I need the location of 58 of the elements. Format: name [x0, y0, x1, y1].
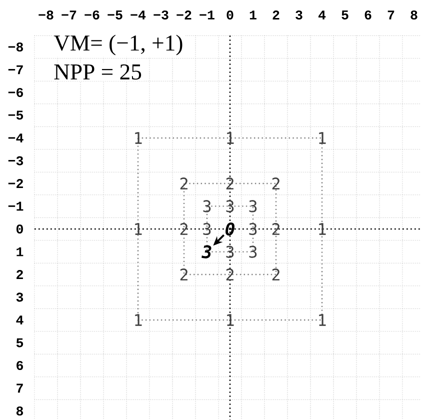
axis-label: −4	[130, 10, 146, 20]
axis-label: −8	[38, 10, 54, 20]
point-label: 1	[319, 314, 326, 326]
point-label: 1	[135, 223, 142, 235]
point-label: 3	[203, 200, 211, 212]
point-label: 2	[272, 223, 280, 235]
point-label: 1	[135, 132, 142, 144]
axis-label: −1	[200, 10, 214, 20]
axis-label: 5	[342, 10, 348, 20]
axis-label: 4	[318, 10, 326, 20]
point-label: 3	[226, 200, 234, 212]
axis-label: 0	[226, 10, 234, 20]
point-label: 2	[226, 178, 234, 190]
text-label: NPP = 25	[52, 63, 144, 81]
point-label: 3	[203, 222, 211, 236]
axis-label: −5	[108, 10, 122, 20]
axis-label: −7	[62, 10, 76, 20]
point-label: 1	[135, 314, 142, 326]
axis-label: 7	[388, 10, 394, 20]
point-label: 2	[180, 268, 188, 280]
axis-label: 6	[364, 10, 372, 20]
axis-label: −2	[176, 10, 192, 20]
point-label: 3	[226, 246, 234, 258]
axis-label: 0	[16, 224, 23, 234]
point-label: 2	[272, 268, 280, 280]
axis-label: 3	[296, 10, 302, 20]
point-label: 2	[180, 178, 188, 190]
point-label: 1	[319, 223, 326, 235]
axis-label: −1	[8, 202, 24, 211]
axis-label: −6	[84, 10, 100, 20]
axis-label: −3	[154, 10, 168, 20]
axis-label: 2	[16, 270, 23, 279]
axis-label: 7	[16, 384, 23, 393]
text-label: VM= (−1, +1)	[52, 33, 185, 57]
axis-label: −8	[8, 42, 24, 52]
axis-label: −7	[8, 65, 23, 74]
axis-label: 8	[16, 406, 24, 416]
axis-label: 1	[250, 10, 256, 20]
axis-label: 2	[272, 10, 280, 20]
point-label: 0	[226, 222, 234, 236]
point-label: 1	[319, 132, 326, 144]
axis-label: −4	[8, 134, 24, 142]
point-label: 3	[249, 222, 257, 236]
axis-label: 3	[16, 292, 24, 302]
axis-label: 8	[410, 10, 418, 20]
axis-label: −2	[8, 179, 23, 188]
axis-label: 6	[16, 360, 23, 370]
point-label: 3	[202, 245, 212, 258]
point-label: 2	[272, 178, 280, 190]
point-label: 2	[180, 223, 188, 235]
axis-label: −6	[8, 88, 23, 98]
point-label: 3	[249, 246, 257, 258]
axis-label: −5	[8, 110, 24, 120]
axis-label: 1	[16, 247, 24, 256]
axis-label: −3	[8, 156, 24, 166]
axis-label: 5	[16, 338, 24, 348]
axis-label: 4	[16, 316, 24, 324]
point-label: 3	[249, 200, 257, 212]
